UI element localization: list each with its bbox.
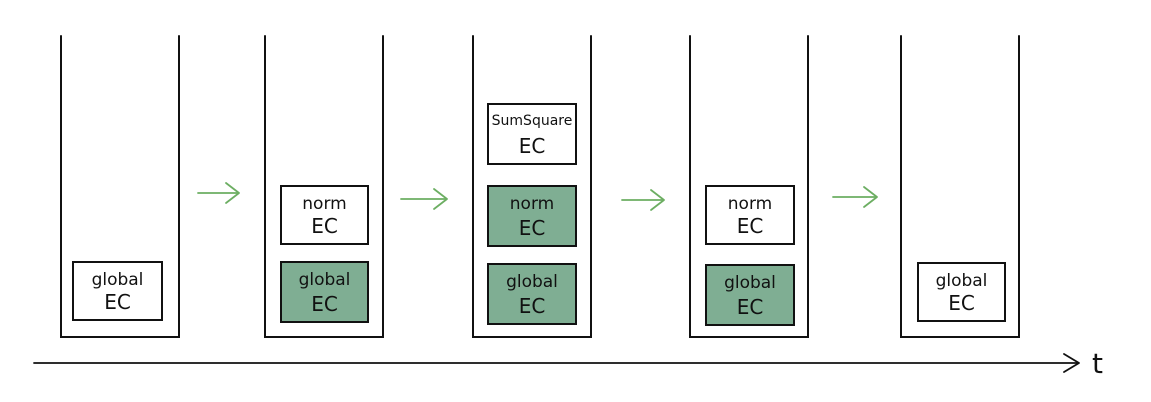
stack-container — [900, 35, 1020, 338]
frame-ec-label: EC — [519, 134, 546, 158]
frame-box — [280, 185, 369, 245]
transition-arrow-2 — [400, 188, 448, 210]
frame-function-name: norm — [728, 194, 772, 214]
frame-box-active — [705, 264, 795, 326]
frame-box — [72, 261, 163, 321]
stack-container — [60, 35, 180, 338]
stack-container — [472, 35, 592, 338]
frame-box-active — [487, 263, 577, 325]
frame-ec-label: EC — [737, 214, 764, 238]
time-axis: t — [33, 347, 1103, 380]
frame-ec-label: EC — [519, 216, 546, 240]
time-axis-label: t — [1092, 347, 1103, 380]
frame-ec-label: EC — [948, 291, 975, 315]
stack-container — [264, 35, 384, 338]
stacks: globalECglobalECnormECglobalECnormECSumS… — [60, 35, 1020, 338]
frame-function-name: global — [724, 273, 776, 293]
frame-function-name: global — [936, 271, 988, 291]
frame-ec-label: EC — [311, 214, 338, 238]
frame-box-active — [280, 261, 369, 323]
frame-ec-label: EC — [104, 290, 131, 314]
frame-function-name: norm — [302, 194, 346, 214]
frame-box — [705, 185, 795, 245]
transition-arrow-1 — [197, 182, 240, 204]
frame-ec-label: EC — [519, 294, 546, 318]
frame-function-name: norm — [510, 194, 554, 214]
frame-function-name: global — [299, 270, 351, 290]
frame-ec-label: EC — [311, 292, 338, 316]
frame-function-name: SumSquare — [492, 113, 573, 129]
stack-container — [689, 35, 809, 338]
frame-function-name: global — [92, 270, 144, 290]
frame-box — [487, 103, 577, 165]
frame-box-active — [487, 185, 577, 247]
frame-box — [917, 262, 1006, 322]
transition-arrow-4 — [832, 186, 878, 208]
transition-arrow-3 — [621, 189, 665, 211]
frame-ec-label: EC — [737, 295, 764, 319]
frame-function-name: global — [506, 272, 558, 292]
